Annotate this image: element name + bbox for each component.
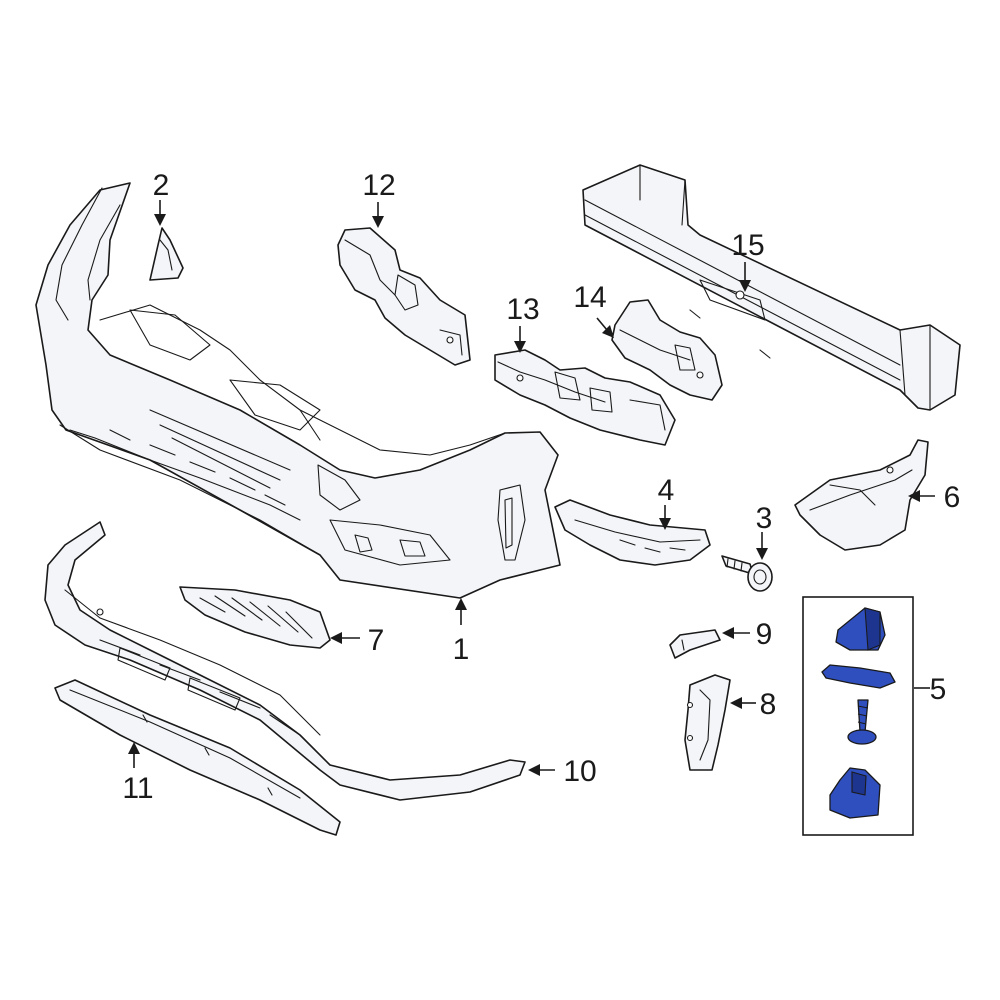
callout-7: 7 bbox=[368, 624, 385, 657]
part-2-bracket[interactable] bbox=[149, 227, 184, 281]
push-clip-icon bbox=[829, 767, 881, 819]
leader-lines bbox=[128, 200, 935, 776]
callout-3: 3 bbox=[756, 502, 773, 535]
part-10-lower-valance[interactable] bbox=[44, 521, 526, 801]
part-12-absorber-bracket[interactable] bbox=[337, 227, 471, 366]
part-9-clip[interactable] bbox=[669, 629, 721, 659]
part-13-side-bracket[interactable] bbox=[494, 349, 676, 446]
part-4-mounting-bracket[interactable] bbox=[554, 499, 711, 566]
callout-6: 6 bbox=[944, 481, 961, 514]
callout-10: 10 bbox=[563, 755, 596, 788]
callout-13: 13 bbox=[506, 293, 539, 326]
callout-2: 2 bbox=[153, 169, 170, 202]
part-5-hardware-kit[interactable] bbox=[802, 596, 914, 836]
part-1-bumper-cover[interactable] bbox=[35, 182, 561, 599]
callout-9: 9 bbox=[756, 618, 773, 651]
retainer-strip-icon bbox=[821, 664, 896, 689]
part-11-lower-molding-strip[interactable] bbox=[54, 679, 341, 836]
part-15-reinforcement-beam[interactable] bbox=[582, 164, 961, 411]
part-8-side-bracket[interactable] bbox=[684, 674, 731, 771]
callout-1: 1 bbox=[453, 633, 470, 666]
callout-11: 11 bbox=[122, 772, 153, 805]
callout-4: 4 bbox=[658, 474, 675, 507]
callout-14: 14 bbox=[573, 281, 606, 314]
screw-icon bbox=[847, 699, 877, 745]
callout-12: 12 bbox=[362, 169, 395, 202]
part-6-side-shield[interactable] bbox=[794, 439, 929, 551]
clip-nut-icon bbox=[835, 607, 886, 651]
callout-15: 15 bbox=[731, 229, 764, 262]
part-7-grille-insert[interactable] bbox=[179, 586, 331, 649]
hardware-kit-box bbox=[802, 596, 914, 836]
callout-labels: 1 2 3 4 5 6 7 8 9 10 11 12 13 14 15 bbox=[122, 169, 960, 805]
part-14-side-bracket[interactable] bbox=[611, 299, 723, 401]
part-3-bolt[interactable] bbox=[721, 555, 773, 592]
callout-5: 5 bbox=[930, 673, 947, 706]
callout-8: 8 bbox=[760, 688, 777, 721]
